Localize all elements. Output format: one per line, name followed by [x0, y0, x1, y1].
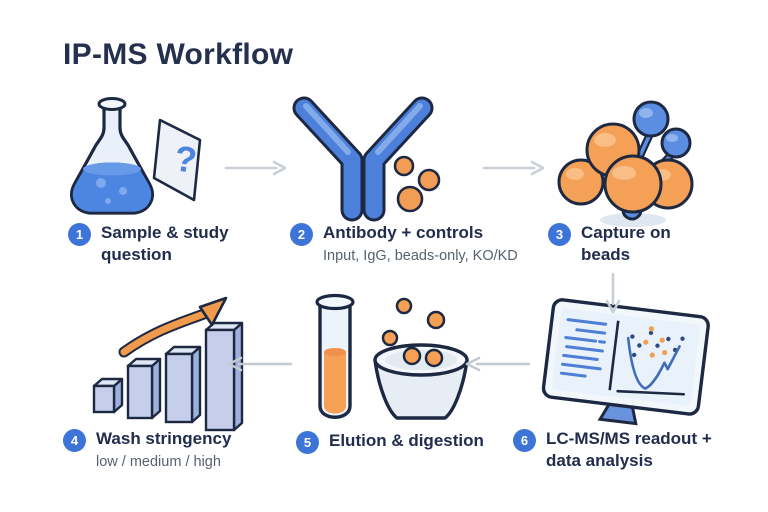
- arrow-down-step3-step6-icon: [605, 272, 621, 314]
- step5-label: Elution & digestion: [329, 431, 484, 450]
- step2-label: Antibody + controls: [323, 223, 484, 242]
- beads-cluster-icon: [555, 92, 707, 234]
- arrow-left-step5-step4-icon: [225, 356, 293, 372]
- arrow-right-step1-step2-icon: [224, 160, 288, 176]
- step6-number-badge: 6: [513, 429, 536, 452]
- step1-number-badge: 1: [68, 223, 91, 246]
- step5-number-badge: 5: [296, 431, 319, 454]
- antibody-icon: [282, 96, 448, 222]
- arrow-left-step6-step5-icon: [463, 356, 531, 372]
- step4-sublabel: low / medium / high: [96, 453, 221, 470]
- step1-label: Sample & study question: [101, 223, 229, 264]
- step1-label-group: 1 Sample & study question: [68, 222, 235, 266]
- page-title: IP-MS Workflow: [63, 38, 294, 71]
- step2-label-group: 2 Antibody + controls Input, IgG, beads-…: [290, 222, 533, 266]
- tube-funnel-icon: [298, 290, 480, 436]
- step3-label: Capture on beads: [581, 223, 671, 264]
- step5-label-group: 5 Elution & digestion: [296, 430, 519, 454]
- monitor-analysis-icon: [535, 296, 717, 432]
- step4-label-group: 4 Wash stringency low / medium / high: [63, 428, 261, 472]
- step3-label-group: 3 Capture on beads: [548, 222, 685, 266]
- step4-label: Wash stringency: [96, 429, 232, 448]
- step6-label-group: 6 LC-MS/MS readout + data analysis: [513, 428, 721, 472]
- step4-number-badge: 4: [63, 429, 86, 452]
- step6-label: LC-MS/MS readout + data analysis: [546, 429, 712, 470]
- flask-question-icon: ?: [60, 90, 212, 226]
- bar-chart-growth-icon: [80, 290, 252, 440]
- arrow-right-step2-step3-icon: [482, 160, 546, 176]
- step2-sublabel: Input, IgG, beads-only, KO/KD: [323, 247, 518, 264]
- step3-number-badge: 3: [548, 223, 571, 246]
- step2-number-badge: 2: [290, 223, 313, 246]
